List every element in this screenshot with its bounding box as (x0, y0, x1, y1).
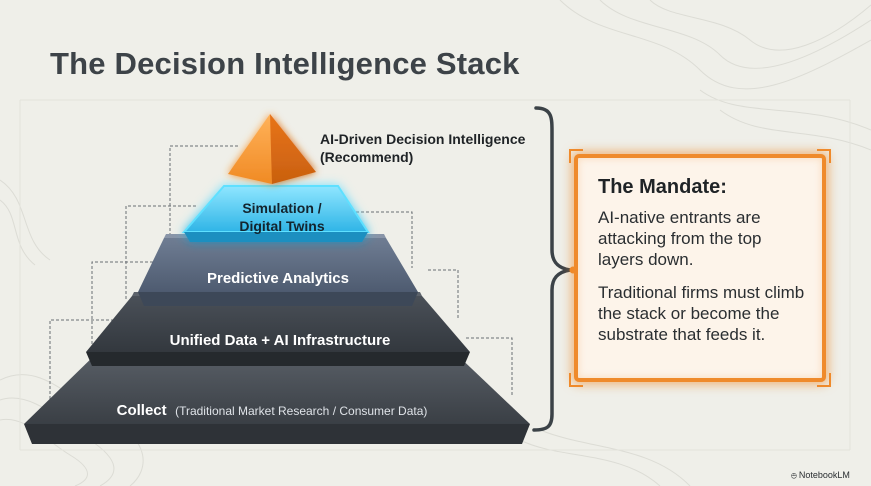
corner-bracket (569, 149, 583, 163)
layer-unified-data: Unified Data + AI Infrastructure (86, 292, 470, 366)
layer-predictive-analytics: Predictive Analytics (138, 234, 418, 306)
mandate-heading: The Mandate: (598, 176, 727, 198)
curly-brace (532, 106, 571, 432)
layer-collect: Collect (Traditional Market Research / C… (24, 346, 530, 444)
collect-title: Collect (117, 402, 167, 419)
corner-bracket (569, 373, 583, 387)
layer-simulation-label-1: Simulation / (242, 200, 321, 216)
corner-bracket (817, 373, 831, 387)
layer-apex (228, 114, 316, 184)
apex-sublabel: (Recommend) (320, 149, 413, 165)
layer-collect-label: Collect (Traditional Market Research / C… (117, 402, 428, 419)
page-title: The Decision Intelligence Stack (50, 46, 520, 81)
layer-unified-label: Unified Data + AI Infrastructure (170, 332, 391, 349)
mandate-paragraph-1: AI-native entrants are attacking from th… (598, 208, 762, 269)
apex-label: AI-Driven Decision Intelligence (320, 131, 526, 147)
watermark: ⦺NotebookLM (791, 470, 850, 481)
layer-simulation (181, 185, 370, 242)
notebooklm-logo-icon: ⦺ (791, 470, 797, 480)
watermark-text: NotebookLM (798, 470, 850, 480)
connector-lines (49, 145, 513, 400)
mandate-callout: The Mandate: AI-native entrants are atta… (569, 149, 831, 387)
collect-detail: (Traditional Market Research / Consumer … (175, 404, 427, 418)
mandate-paragraph-2: Traditional firms must climb the stack o… (598, 283, 805, 344)
layer-predictive-label: Predictive Analytics (207, 270, 349, 287)
layer-simulation-label-2: Digital Twins (239, 218, 325, 234)
corner-bracket (817, 149, 831, 163)
